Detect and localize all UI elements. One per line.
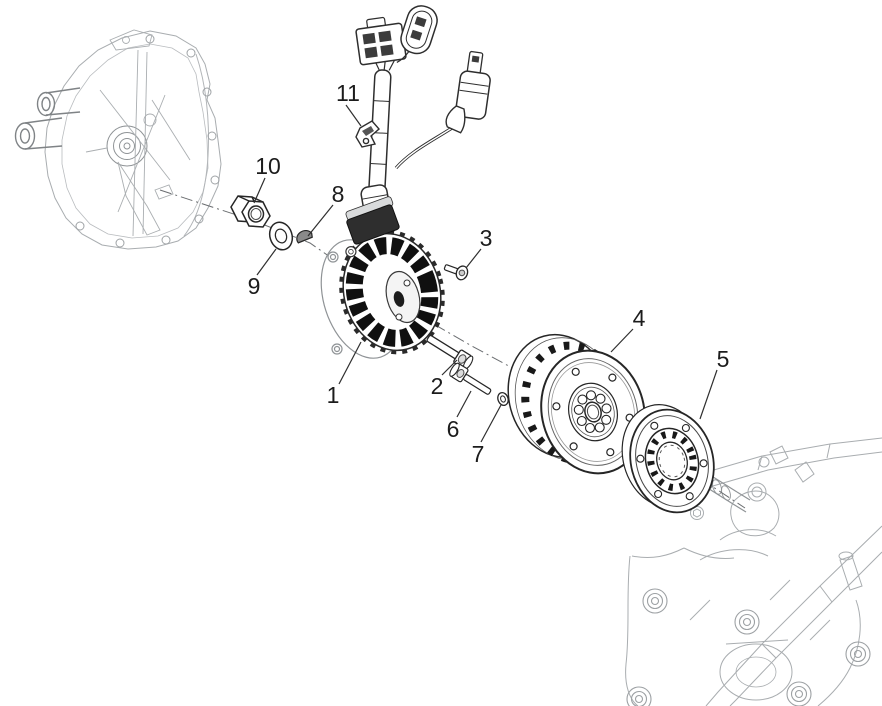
callout-7[interactable]: 7	[472, 404, 502, 467]
callout-1[interactable]: 1	[327, 341, 362, 408]
callout-9-number[interactable]: 9	[248, 273, 261, 299]
callout-5-number[interactable]: 5	[717, 346, 730, 372]
callout-1-number[interactable]: 1	[327, 382, 340, 408]
cable-clamp-part-11	[355, 120, 380, 148]
screw-part-3	[443, 264, 469, 281]
callout-10-number[interactable]: 10	[255, 153, 281, 179]
callout-5[interactable]: 5	[699, 346, 730, 420]
callout-7-number[interactable]: 7	[472, 441, 485, 467]
callout-2-number[interactable]: 2	[431, 373, 444, 399]
connector-multi-pin	[355, 16, 407, 66]
callout-11-number[interactable]: 11	[336, 80, 360, 106]
callout-2[interactable]: 2	[431, 359, 458, 399]
starter-clutch-part-5	[621, 404, 715, 514]
wiring-harness	[355, 5, 491, 226]
connector-oval	[396, 5, 438, 63]
flywheel-part-4	[507, 333, 646, 475]
washer-part-9	[268, 221, 294, 251]
callout-9[interactable]: 9	[248, 248, 277, 299]
callout-4[interactable]: 4	[610, 305, 646, 353]
stator-part-1	[320, 196, 445, 359]
bolt-part-2	[426, 334, 474, 370]
callout-4-number[interactable]: 4	[633, 305, 646, 331]
bolt-part-6	[449, 362, 492, 395]
crankcase-sketch	[14, 29, 222, 250]
pickup-coil	[445, 50, 491, 134]
washer-part-7	[497, 392, 509, 406]
callout-6-number[interactable]: 6	[447, 416, 460, 442]
callout-11[interactable]: 11	[336, 80, 362, 127]
callout-8[interactable]: 8	[307, 181, 345, 237]
nut-part-10	[230, 195, 271, 228]
callout-10[interactable]: 10	[253, 153, 281, 204]
callout-8-number[interactable]: 8	[332, 181, 345, 207]
woodruff-key-part-8	[296, 229, 313, 244]
callout-3[interactable]: 3	[465, 225, 493, 269]
callout-6[interactable]: 6	[447, 390, 472, 442]
callout-3-number[interactable]: 3	[480, 225, 493, 251]
